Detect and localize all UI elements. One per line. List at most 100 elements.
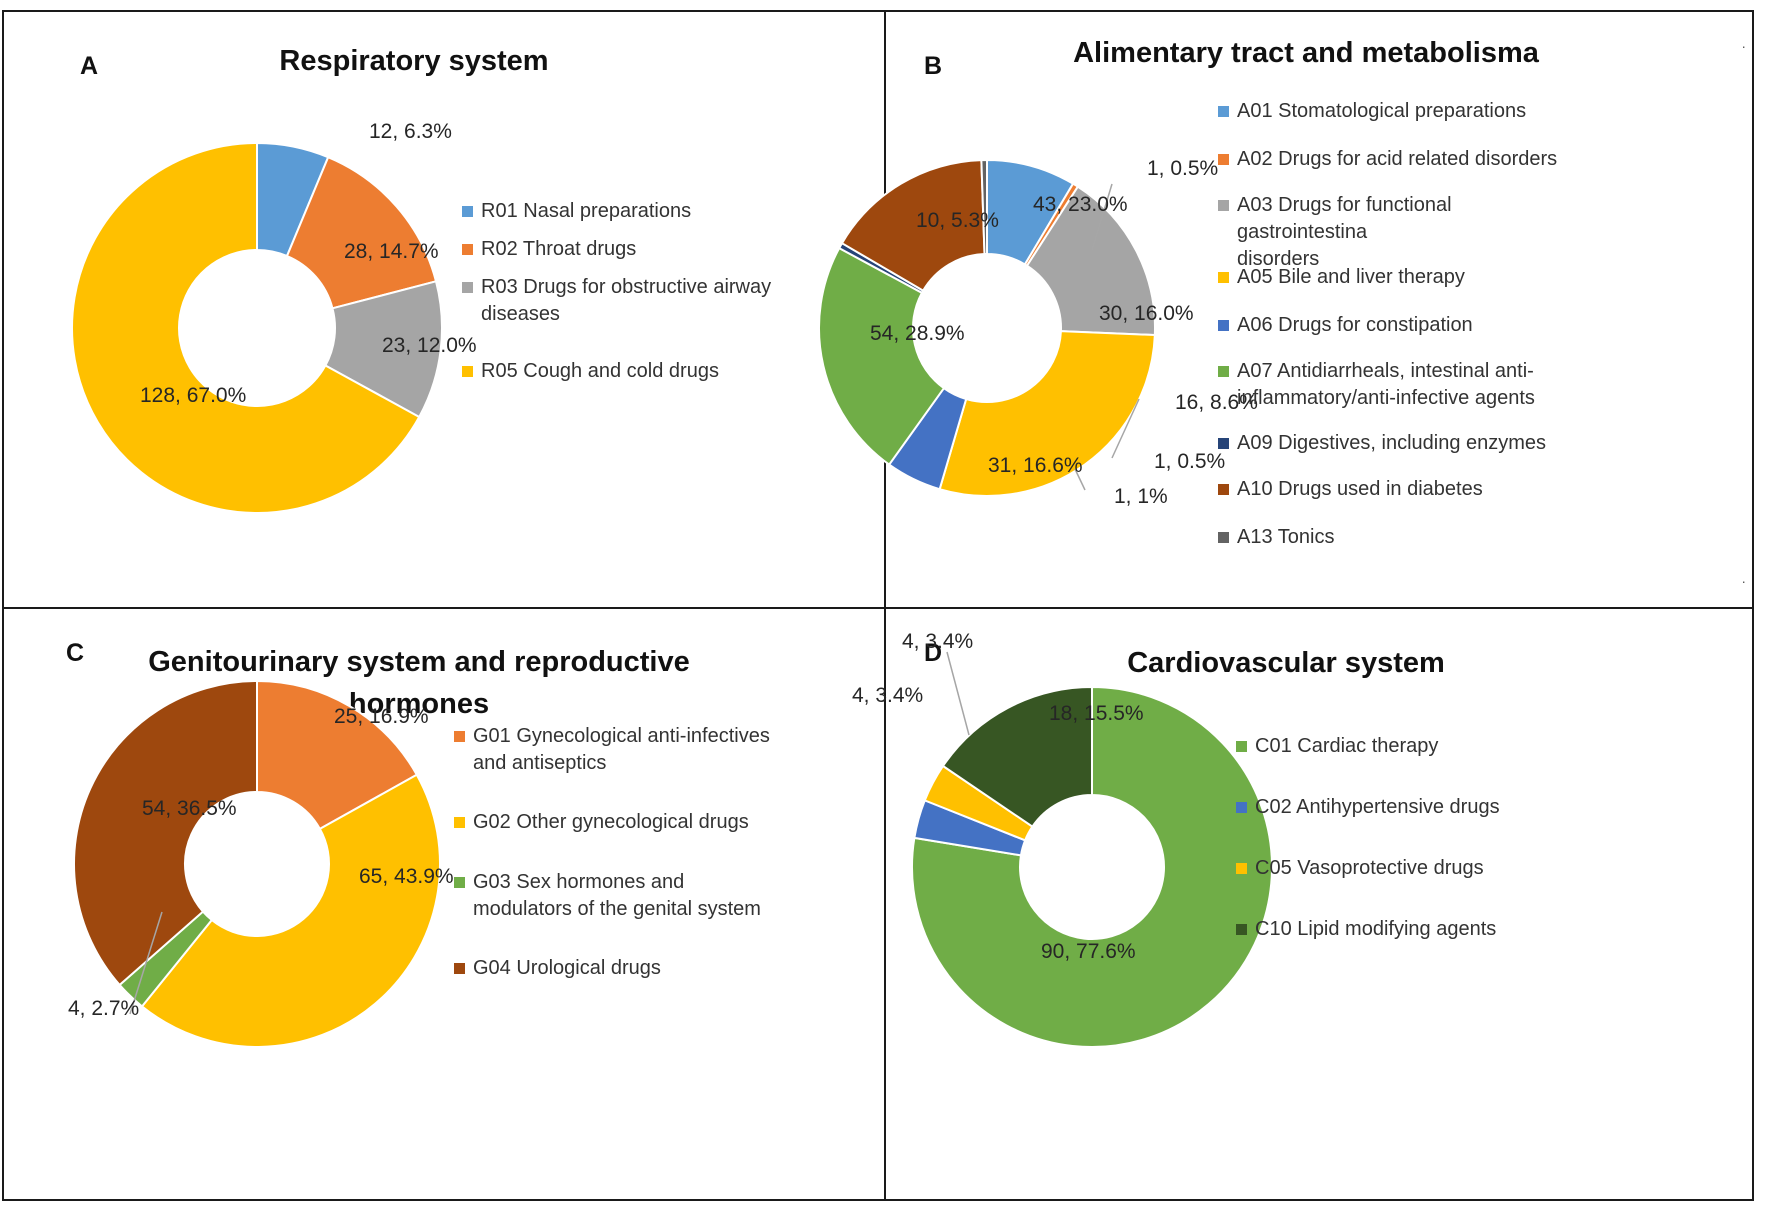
data-label: 25, 16.9% [334, 705, 429, 728]
legend-item: A07 Antidiarrheals, intestinal anti- inf… [1218, 358, 1563, 412]
legend-label: G04 Urological drugs [473, 957, 661, 979]
legend-item: A06 Drugs for constipation [1218, 312, 1563, 339]
legend-swatch [454, 963, 465, 974]
chart-title-d: Cardiovascular system [1127, 647, 1445, 679]
panel-label-b: B [924, 52, 943, 80]
panel-a: A Respiratory system 12, 6.3%28, 14.7%23… [2, 10, 886, 609]
legend-label: A09 Digestives, including enzymes [1237, 432, 1547, 454]
legend-swatch [454, 877, 465, 888]
legend-label: A05 Bile and liver therapy [1237, 266, 1465, 288]
data-label: 16, 8.6% [1175, 391, 1258, 414]
panel-c: C Genitourinary system and reproductive … [2, 607, 886, 1201]
leader-line [1091, 183, 1113, 251]
legend-swatch [1236, 802, 1247, 813]
leader-line [1111, 398, 1140, 459]
legend-label: R01 Nasal preparations [481, 200, 692, 222]
legend-item: G02 Other gynecological drugs [454, 809, 794, 836]
data-label: 31, 16.6% [988, 454, 1083, 477]
legend-label: R02 Throat drugs [481, 238, 637, 260]
legend-swatch [1218, 532, 1229, 543]
pie-slice [840, 159, 986, 293]
legend-item: R01 Nasal preparations [462, 198, 802, 225]
legend-item: C01 Cardiac therapy [1236, 733, 1576, 760]
legend-item: A10 Drugs used in diabetes [1218, 476, 1563, 503]
chart-title-b: Alimentary tract and metabolisma [1073, 37, 1539, 69]
pie-slice [1025, 185, 1156, 337]
data-label: 1, 0.5% [1147, 157, 1218, 180]
donut-chart-d: 90, 77.6%4, 3.4%4, 3.4%18, 15.5% [852, 630, 1273, 1048]
legend-label: A02 Drugs for acid related disorders [1237, 148, 1558, 170]
legend-label: A03 Drugs for functional gastrointestina… [1237, 194, 1452, 270]
legend-label: G01 Gynecological anti-infectives and an… [473, 725, 770, 774]
donut-chart-c: 25, 16.9% 65, 43.9% 4, 2.7% 54, 36.5% [68, 679, 454, 1048]
legend-item: A03 Drugs for functional gastrointestina… [1218, 192, 1563, 273]
data-label: 128, 67.0% [140, 384, 246, 407]
pie-slice [818, 246, 946, 466]
leader-line [946, 651, 970, 736]
pie-slice [285, 155, 438, 310]
data-label: 18, 15.5% [1049, 702, 1144, 725]
legend-swatch [454, 731, 465, 742]
legend-label: C01 Cardiac therapy [1255, 735, 1439, 757]
data-label: 90, 77.6% [1041, 940, 1136, 963]
legend-item: A13 Tonics [1218, 524, 1563, 551]
legend-item: C05 Vasoprotective drugs [1236, 855, 1576, 882]
legend-item: A02 Drugs for acid related disorders [1218, 146, 1563, 173]
legend-label: R05 Cough and cold drugs [481, 360, 719, 382]
data-label: 4, 2.7% [68, 997, 139, 1020]
data-label: 30, 16.0% [1099, 302, 1194, 325]
legend-swatch [1218, 272, 1229, 283]
legend-label: A13 Tonics [1237, 526, 1335, 548]
legend-item: C10 Lipid modifying agents [1236, 916, 1576, 943]
data-label: 4, 3.4% [852, 684, 923, 707]
donut-chart-b: 16, 8.6%1, 1%31, 16.6%54, 28.9%10, 5.3%4… [818, 157, 1258, 508]
legend-item: A01 Stomatological preparations [1218, 98, 1563, 125]
legend-label: C10 Lipid modifying agents [1255, 918, 1497, 940]
legend-swatch [1218, 438, 1229, 449]
legend-label: C05 Vasoprotective drugs [1255, 857, 1484, 879]
legend-swatch [1218, 200, 1229, 211]
legend-swatch [1236, 863, 1247, 874]
data-label: 54, 36.5% [142, 797, 237, 820]
legend-item: G04 Urological drugs [454, 955, 794, 982]
pie-slice [140, 773, 441, 1048]
legend-swatch [1218, 366, 1229, 377]
corner-mark: · [1741, 573, 1746, 589]
legend-label: C02 Antihypertensive drugs [1255, 796, 1500, 818]
data-label: 12, 6.3% [369, 120, 452, 143]
legend-item: A09 Digestives, including enzymes [1218, 430, 1563, 457]
data-label: 28, 14.7% [344, 240, 439, 263]
pie-slice [980, 158, 988, 256]
legend-label: A06 Drugs for constipation [1237, 314, 1473, 336]
panel-b: B Alimentary tract and metabolisma 16, 8… [818, 10, 1754, 609]
panel-d: D Cardiovascular system 90, 77.6% 4, 3.4%… [852, 573, 1754, 1201]
pie-slice [938, 330, 1156, 497]
pie-slice [941, 685, 1093, 828]
data-label: 43, 23.0% [1033, 193, 1128, 216]
data-label: 65, 43.9% [359, 865, 454, 888]
legend-swatch [1218, 154, 1229, 165]
chart-title-c: Genitourinary system and reproductive ho… [148, 646, 690, 720]
leader-line [1074, 468, 1086, 491]
data-label: 1, 1% [1114, 485, 1168, 508]
legend-swatch [1218, 320, 1229, 331]
legend-swatch [1236, 741, 1247, 752]
legend-swatch [454, 817, 465, 828]
legend-item: G01 Gynecological anti-infectives and an… [454, 723, 794, 777]
legend-swatch [1218, 484, 1229, 495]
legend-swatch [462, 366, 473, 377]
corner-mark: · [1741, 38, 1746, 54]
panel-label-d: D [924, 639, 943, 667]
pie-slice [71, 141, 421, 514]
legend-item: R05 Cough and cold drugs [462, 358, 802, 385]
leader-line [129, 911, 163, 1015]
legend-swatch [462, 206, 473, 217]
pie-slice [73, 679, 258, 987]
legend-label: A10 Drugs used in diabetes [1237, 478, 1483, 500]
legend-swatch [1236, 924, 1247, 935]
data-label: 1, 0.5% [1154, 450, 1225, 473]
legend-swatch [462, 282, 473, 293]
pie-slice [256, 679, 419, 831]
legend-item: A05 Bile and liver therapy [1218, 264, 1563, 291]
legend-label: A01 Stomatological preparations [1237, 100, 1527, 122]
